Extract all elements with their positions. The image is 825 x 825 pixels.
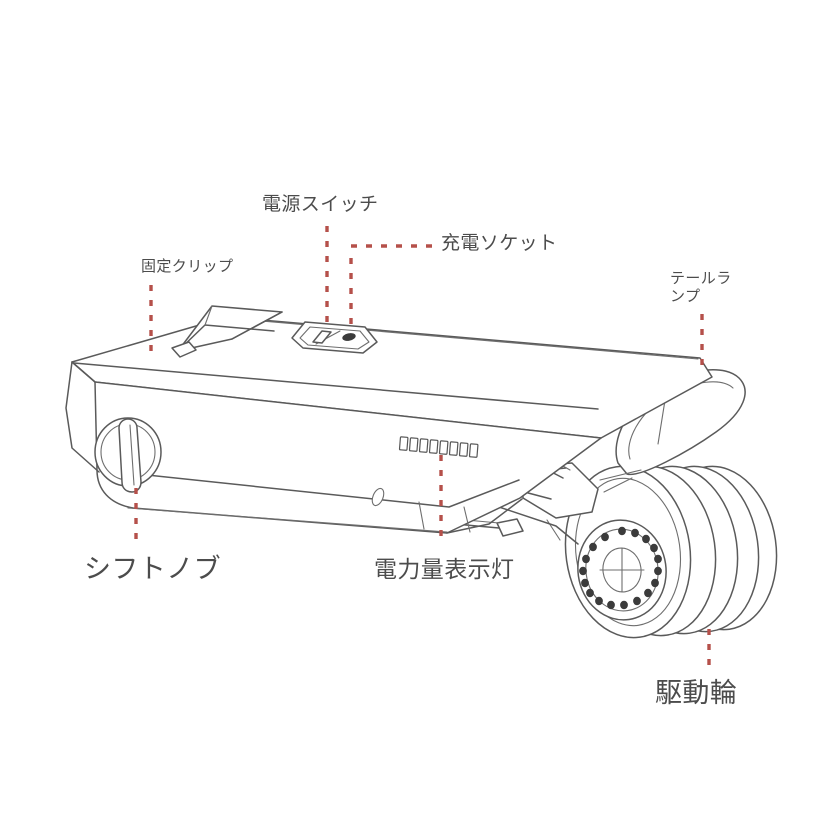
- tire-inner-edge: [574, 477, 682, 627]
- deck-front-chamfer: [65, 361, 100, 473]
- callout-label-tail-lamp: テールラ ンプ: [670, 270, 732, 305]
- fixing-clip-rib: [204, 305, 213, 326]
- callout-leaders: [134, 226, 711, 668]
- callout-label-fixing-clip: 固定クリップ: [141, 258, 234, 275]
- power-switch[interactable]: [312, 330, 332, 344]
- deck-rear-taper: [446, 498, 523, 534]
- deck-rear-rib: [463, 506, 471, 533]
- control-panel-bezel[interactable]: [291, 321, 378, 354]
- battery-level-indicator: [398, 436, 479, 458]
- callout-label-battery-level-indicator: 電力量表示灯: [374, 556, 515, 582]
- deck-seam-lower: [99, 469, 520, 508]
- deck-seam-top: [73, 362, 599, 410]
- linkage-bracket: [496, 518, 524, 537]
- shift-knob: [94, 417, 162, 493]
- shift-knob-lever-highlight: [129, 424, 135, 486]
- fixing-clip: [171, 305, 283, 358]
- fixing-clip-tip: [171, 341, 197, 358]
- deck-rear-rib-2: [418, 501, 425, 530]
- control-panel-inner: [299, 326, 370, 350]
- callout-label-charging-socket: 充電ソケット: [441, 233, 558, 254]
- deck-bottom-edge: [127, 507, 448, 533]
- tail-lamp-arm-a: [599, 469, 642, 481]
- control-panel: [291, 321, 378, 354]
- callout-label-power-switch: 電源スイッチ: [262, 194, 379, 215]
- wheel-hub-spokes: [599, 547, 645, 593]
- wheel-hub-bolts: [579, 526, 662, 610]
- callout-label-shift-knob: シフトノブ: [84, 554, 221, 584]
- shift-knob-lever[interactable]: [118, 418, 142, 493]
- swingarm-strut-lower: [486, 502, 579, 545]
- drive-wheel-assembly: [564, 465, 778, 639]
- wheel-hub-center: [602, 547, 642, 593]
- wheel-hub-bolt-ring: [585, 528, 659, 612]
- tail-lamp-arm-b: [603, 477, 633, 493]
- callout-label-drive-wheel: 駆動輪: [655, 678, 738, 708]
- scooter-body: [65, 316, 713, 534]
- body-vent-oval: [371, 487, 385, 507]
- charging-socket[interactable]: [342, 332, 356, 341]
- fixing-clip-edge: [231, 311, 283, 340]
